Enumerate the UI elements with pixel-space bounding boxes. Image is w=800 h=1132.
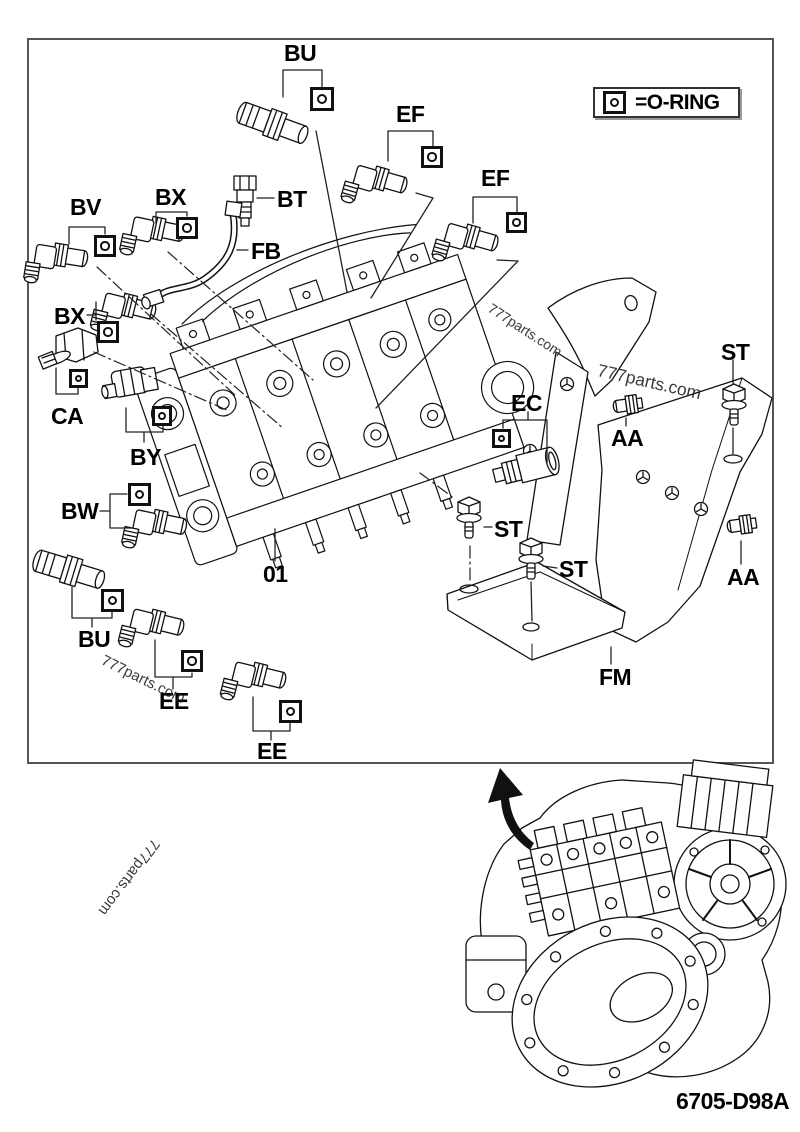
part-label-EF-1: EF bbox=[396, 101, 425, 127]
part-label-AA-1: AA bbox=[611, 425, 644, 451]
part-label-BU-2: BU bbox=[78, 626, 111, 652]
part-label-BU-top: BU bbox=[284, 40, 317, 66]
o-ring-marker-BW bbox=[128, 483, 151, 506]
part-label-EE-1: EE bbox=[159, 688, 189, 714]
part-label-01: 01 bbox=[263, 561, 288, 587]
part-label-BY: BY bbox=[130, 444, 161, 470]
o-ring-legend-text: =O-RING bbox=[635, 91, 720, 114]
o-ring-marker-BU-2 bbox=[101, 589, 124, 612]
o-ring-marker-BU-top bbox=[310, 87, 334, 111]
valve-assembly bbox=[134, 223, 535, 569]
part-label-BX-2: BX bbox=[54, 303, 85, 329]
tube-FB bbox=[141, 200, 243, 310]
valve-BY bbox=[101, 366, 159, 400]
part-label-CA: CA bbox=[51, 403, 84, 429]
o-ring-marker-EE-1 bbox=[181, 650, 203, 672]
bracket-plate-fm bbox=[595, 377, 773, 643]
fitting-EE-2 bbox=[218, 655, 289, 713]
part-label-EF-2: EF bbox=[481, 165, 510, 191]
part-label-EC: EC bbox=[511, 390, 542, 416]
leader-lines bbox=[55, 69, 742, 741]
part-label-BT: BT bbox=[277, 186, 307, 212]
part-label-EE-2: EE bbox=[257, 738, 287, 764]
plug-AA-2 bbox=[725, 513, 759, 537]
o-ring-marker-EF-1 bbox=[421, 146, 443, 168]
o-ring-marker-BY bbox=[152, 406, 172, 426]
o-ring-marker-BV bbox=[94, 235, 116, 257]
part-label-BW: BW bbox=[61, 498, 99, 524]
o-ring-marker-CA bbox=[69, 369, 88, 388]
up-arrow-icon bbox=[488, 768, 534, 850]
fitting-EF-1 bbox=[339, 158, 411, 218]
fitting-BU-top bbox=[232, 97, 313, 150]
o-ring-symbol-icon bbox=[603, 91, 626, 114]
o-ring-marker-EE-2 bbox=[279, 700, 302, 723]
part-label-FM: FM bbox=[599, 664, 632, 690]
bolt-ST-2 bbox=[456, 496, 482, 539]
o-ring-marker-EC bbox=[492, 429, 511, 448]
o-ring-marker-EF-2 bbox=[506, 212, 527, 233]
diagram-border bbox=[27, 38, 774, 764]
fitting-BV bbox=[22, 238, 90, 292]
fitting-BT bbox=[233, 175, 257, 227]
o-ring-marker-BX-1 bbox=[176, 217, 198, 239]
plug-EC bbox=[492, 446, 560, 485]
part-label-ST-1: ST bbox=[721, 339, 750, 365]
plug-CA bbox=[37, 327, 99, 370]
o-ring-legend: =O-RING bbox=[593, 87, 740, 118]
drawing-number: 6705-D98A bbox=[676, 1088, 790, 1114]
gearbox-illustration bbox=[465, 759, 787, 1088]
plug-AA-1 bbox=[611, 393, 645, 417]
fitting-BU-2 bbox=[29, 545, 109, 595]
part-label-ST-2: ST bbox=[494, 516, 523, 542]
o-ring-marker-BX-2 bbox=[97, 321, 119, 343]
part-label-BX-1: BX bbox=[155, 184, 186, 210]
bracket-arm bbox=[547, 277, 657, 397]
part-label-AA-2: AA bbox=[727, 564, 760, 590]
fitting-EE-1 bbox=[116, 602, 187, 660]
part-label-ST-3: ST bbox=[559, 556, 588, 582]
part-label-BV: BV bbox=[70, 194, 101, 220]
part-label-FB: FB bbox=[251, 238, 281, 264]
